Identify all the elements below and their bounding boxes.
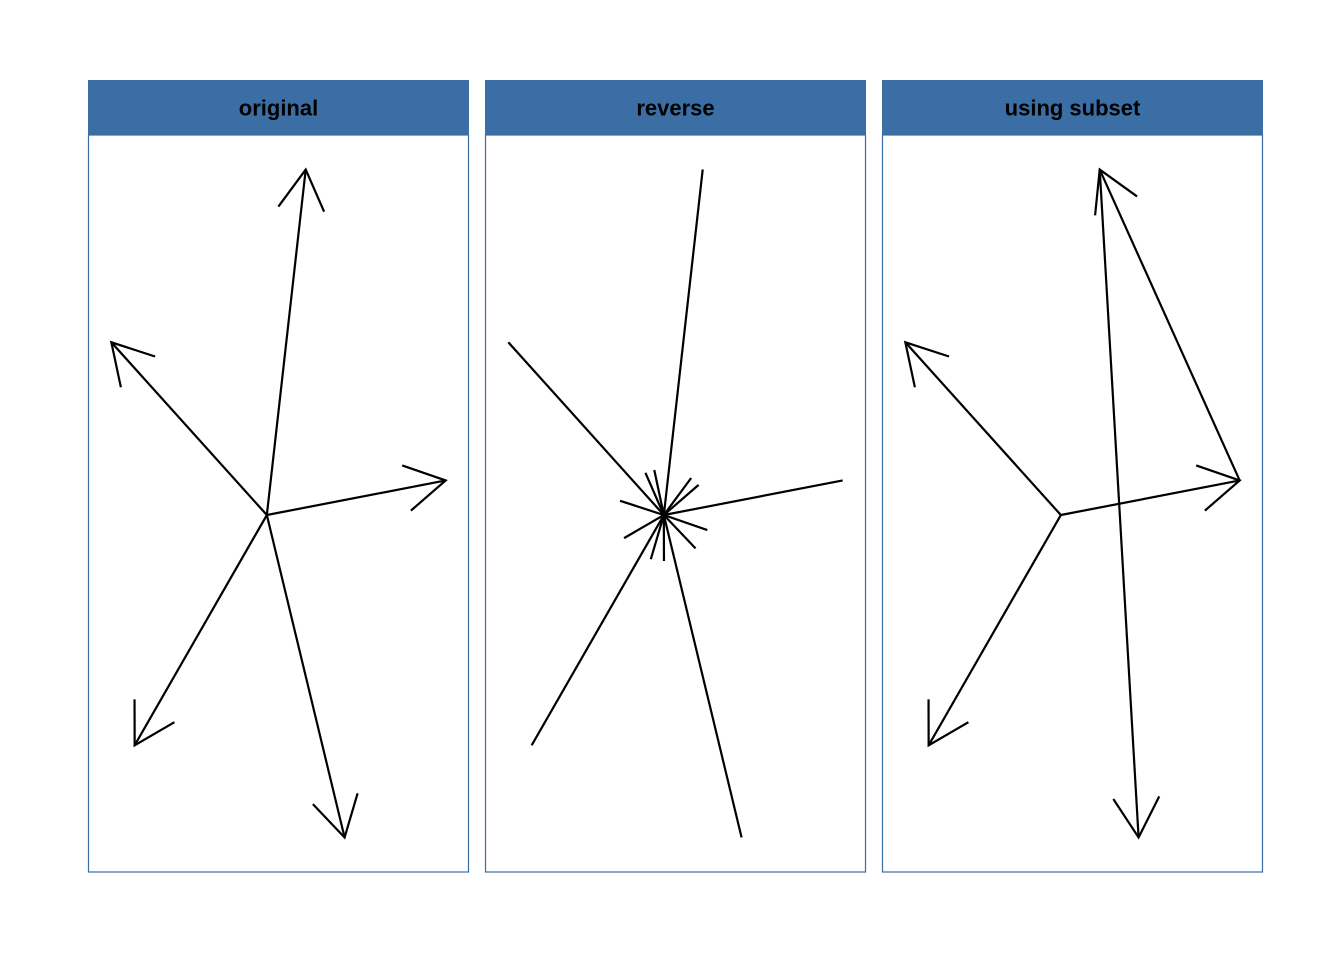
panel-title: using subset xyxy=(1005,96,1141,121)
panel-strip xyxy=(88,80,469,135)
arrowhead-3 xyxy=(401,464,448,512)
panel-title: original xyxy=(239,96,318,121)
segment-2 xyxy=(1060,479,1240,517)
segment-2 xyxy=(507,341,665,516)
arrowhead-1 xyxy=(277,167,326,213)
segment-4 xyxy=(1098,169,1241,481)
arrowhead-5 xyxy=(649,512,697,560)
panel-frame xyxy=(87,134,470,873)
segment-5 xyxy=(265,514,346,838)
segment-4 xyxy=(133,514,268,746)
arrowhead-5 xyxy=(312,793,359,840)
segment-1 xyxy=(662,169,704,516)
arrowhead-5 xyxy=(1112,795,1161,840)
panel-frame xyxy=(881,134,1264,873)
segment-3 xyxy=(266,479,446,517)
panel-2: reverse xyxy=(484,80,867,873)
arrowhead-1 xyxy=(903,340,950,388)
segment-3 xyxy=(663,479,843,517)
segment-5 xyxy=(662,514,743,838)
panel-title: reverse xyxy=(636,96,714,121)
panel-3: using subset xyxy=(881,80,1264,873)
segment-3 xyxy=(927,514,1062,746)
arrowhead-3 xyxy=(927,699,969,748)
segment-4 xyxy=(530,514,665,746)
arrowhead-4 xyxy=(133,699,175,748)
segment-1 xyxy=(904,341,1062,516)
panel-1: original xyxy=(87,80,470,873)
panel-strip xyxy=(485,80,866,135)
arrowhead-2 xyxy=(109,340,156,388)
segment-2 xyxy=(110,341,268,516)
segment-1 xyxy=(265,169,307,516)
segment-5 xyxy=(1098,169,1140,838)
panel-strip xyxy=(882,80,1263,135)
